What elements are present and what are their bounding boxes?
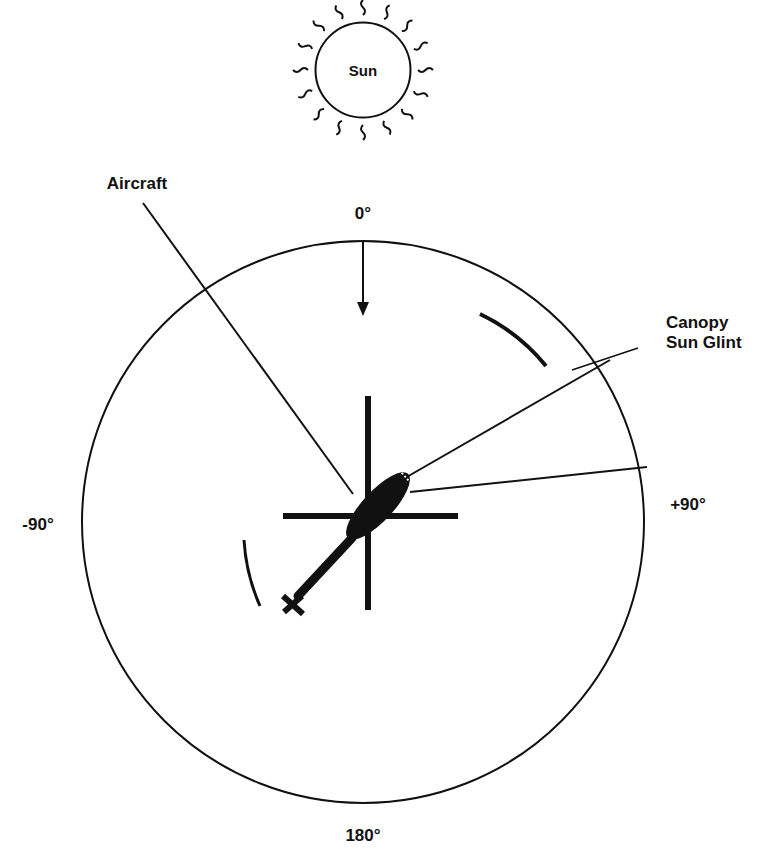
sun-ray (414, 91, 428, 97)
part-label: Aircraft (107, 174, 167, 194)
sun-ray (293, 68, 308, 72)
leader-line (572, 348, 638, 370)
sun-ray (414, 43, 428, 50)
sun-ray (336, 121, 342, 135)
angle-label: 180° (345, 826, 380, 846)
helicopter (283, 464, 419, 614)
node-text: Sun (349, 62, 377, 79)
sun-ray (298, 43, 312, 49)
sun-direction-arrow (362, 241, 364, 306)
sun-ray (314, 109, 325, 120)
sun-ray (402, 109, 413, 120)
angle-label: +90° (670, 495, 706, 515)
sun-ray (383, 121, 390, 135)
sun-ray (402, 20, 413, 31)
sun-ray (384, 5, 390, 19)
sun-ray (361, 0, 365, 15)
leader-line (143, 203, 353, 494)
sun-ray (298, 90, 312, 97)
sun-ray (418, 68, 433, 72)
angle-label: -90° (22, 515, 53, 535)
angle-label: 0° (355, 204, 371, 224)
glint-edge (405, 360, 610, 478)
rotor-arc (244, 540, 260, 606)
arrowhead (357, 302, 369, 316)
glint-edge (410, 467, 647, 492)
sun-circle: Sun (314, 21, 412, 119)
azimuth-circle (82, 241, 644, 803)
sun-ray (313, 21, 324, 32)
rotor-arc (480, 314, 546, 366)
sun-ray (361, 125, 365, 140)
part-label: Canopy Sun Glint (666, 313, 758, 354)
sun-rays (293, 0, 433, 140)
sun-ray (336, 5, 343, 19)
